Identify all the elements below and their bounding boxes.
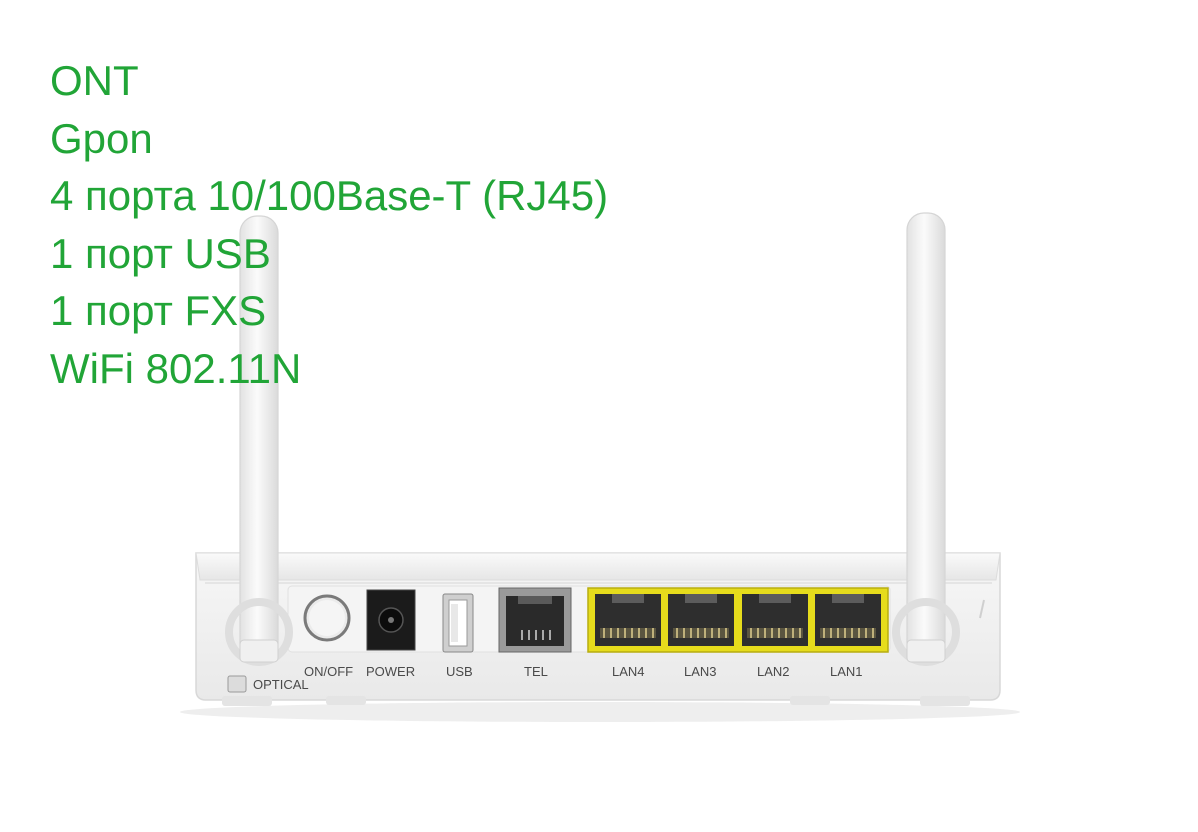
spec-item: WiFi 802.11N — [50, 344, 302, 392]
optical-port — [227, 675, 247, 693]
lan1-label: LAN1 — [830, 664, 863, 679]
optical-label: OPTICAL — [253, 677, 309, 692]
tel-label: TEL — [524, 664, 548, 679]
spec-item: Gpon — [50, 114, 153, 162]
lan4-label: LAN4 — [612, 664, 645, 679]
router-foot — [326, 696, 366, 705]
router-top-edge — [195, 552, 1001, 581]
spec-item: 1 порт USB — [50, 229, 271, 277]
device-shadow — [180, 702, 1020, 722]
lan3-port — [668, 594, 734, 646]
spec-item: 1 порт FXS — [50, 287, 267, 334]
right-antenna — [892, 212, 960, 666]
lan2-port — [742, 594, 808, 646]
lan1-port — [815, 594, 881, 646]
lan3-label: LAN3 — [684, 664, 717, 679]
router-foot — [790, 696, 830, 705]
router-foot — [920, 696, 970, 706]
lan-ports — [587, 587, 889, 653]
router-foot — [222, 696, 272, 706]
onoff-label: ON/OFF — [304, 664, 354, 679]
lan2-label: LAN2 — [757, 664, 790, 679]
usb-label: USB — [446, 664, 473, 679]
spec-list: ONT Gpon 4 порта 10/100Base-T (RJ45) 1 п… — [50, 52, 608, 397]
spec-item: ONT — [50, 57, 139, 104]
lan4-port — [595, 594, 661, 646]
power-label: POWER — [366, 664, 416, 679]
left-antenna — [225, 215, 293, 666]
spec-item: 4 порта 10/100Base-T (RJ45) — [50, 172, 609, 219]
